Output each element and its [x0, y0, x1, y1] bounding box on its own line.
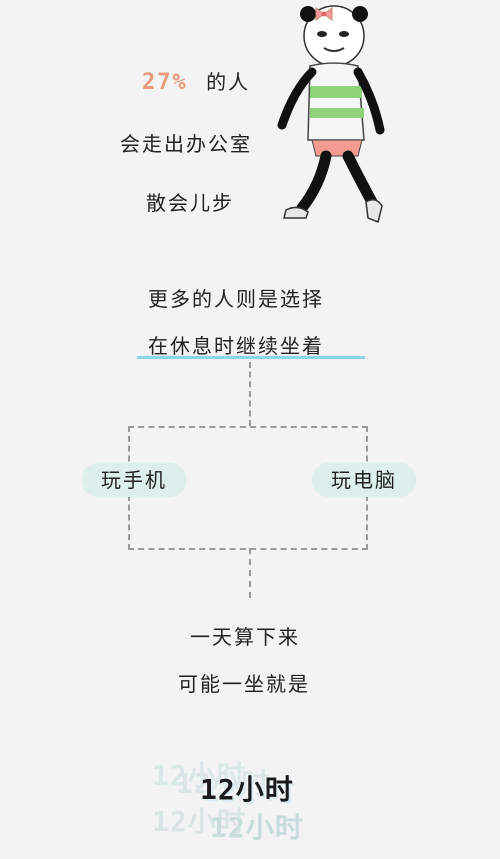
hours-echo-bottom-2: 12小时 [210, 811, 304, 844]
connector-top [249, 362, 251, 426]
intro-line-1: 27% 的人 [142, 66, 250, 95]
option-phone: 玩手机 [82, 463, 186, 497]
hours-main: 12小时 [200, 773, 294, 806]
middle-line-1: 更多的人则是选择 [148, 287, 324, 311]
option-computer: 玩电脑 [312, 463, 416, 497]
intro-line-3: 散会儿步 [146, 191, 234, 215]
intro-line-2: 会走出办公室 [120, 132, 252, 156]
intro-line-1-rest: 的人 [206, 70, 251, 94]
bottom-line-1: 一天算下来 [190, 625, 300, 649]
bottom-line-2: 可能一坐就是 [178, 672, 310, 696]
hours-echo-bottom: 12小时 [152, 805, 246, 838]
hours-echo-top: 12小时 [152, 759, 246, 792]
middle-line-2: 在休息时继续坐着 [148, 334, 324, 358]
connector-bottom [249, 548, 251, 598]
highlight-underline [137, 356, 365, 359]
hours-echo-top-2: 12小时 [176, 767, 270, 800]
walking-panda-illustration [277, 5, 385, 224]
percent-value: 27% [142, 70, 188, 95]
